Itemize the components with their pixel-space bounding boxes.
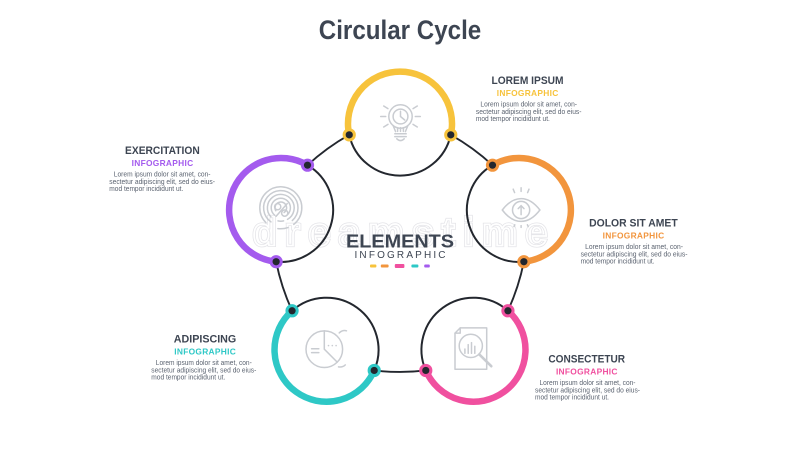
svg-text:Circular Cycle: Circular Cycle xyxy=(319,15,482,45)
svg-text:INFOGRAPHIC: INFOGRAPHIC xyxy=(355,250,446,261)
svg-text:Lorem ipsum dolor sit amet, co: Lorem ipsum dolor sit amet, con- xyxy=(156,358,253,367)
svg-text:sectetur adipiscing elit, sed: sectetur adipiscing elit, sed do eius- xyxy=(476,107,582,116)
svg-text:sectetur adipiscing elit, sed: sectetur adipiscing elit, sed do eius- xyxy=(581,249,688,258)
svg-text:sectetur adipiscing elit, sed: sectetur adipiscing elit, sed do eius- xyxy=(151,365,257,374)
svg-text:sectetur adipiscing elit, sed: sectetur adipiscing elit, sed do eius- xyxy=(109,177,215,186)
svg-text:Lorem ipsum dolor sit amet, co: Lorem ipsum dolor sit amet, con- xyxy=(585,242,683,251)
svg-text:mod tempor incididunt ut.: mod tempor incididunt ut. xyxy=(109,184,183,193)
svg-text:mod tempor incididunt ut.: mod tempor incididunt ut. xyxy=(535,393,609,402)
svg-text:Lorem ipsum dolor sit amet, co: Lorem ipsum dolor sit amet, con- xyxy=(114,170,211,179)
svg-text:DOLOR SIT AMET: DOLOR SIT AMET xyxy=(589,218,678,230)
svg-text:Lorem ipsum dolor sit amet, co: Lorem ipsum dolor sit amet, con- xyxy=(540,378,637,387)
svg-text:ELEMENTS: ELEMENTS xyxy=(346,231,454,251)
svg-text:Lorem ipsum dolor sit amet, co: Lorem ipsum dolor sit amet, con- xyxy=(480,100,577,109)
svg-text:INFOGRAPHIC: INFOGRAPHIC xyxy=(132,158,194,168)
svg-text:mod tempor incididunt ut.: mod tempor incididunt ut. xyxy=(476,114,550,123)
svg-text:mod tempor incididunt ut.: mod tempor incididunt ut. xyxy=(151,373,225,382)
svg-text:INFOGRAPHIC: INFOGRAPHIC xyxy=(174,347,236,357)
svg-text:LOREM IPSUM: LOREM IPSUM xyxy=(492,75,564,87)
svg-text:CONSECTETUR: CONSECTETUR xyxy=(548,354,625,366)
svg-text:ADIPISCING: ADIPISCING xyxy=(174,334,237,346)
svg-text:EXERCITATION: EXERCITATION xyxy=(125,145,200,157)
svg-text:mod tempor incididunt ut.: mod tempor incididunt ut. xyxy=(581,257,655,266)
svg-text:INFOGRAPHIC: INFOGRAPHIC xyxy=(603,231,665,241)
svg-text:INFOGRAPHIC: INFOGRAPHIC xyxy=(556,367,618,377)
svg-text:INFOGRAPHIC: INFOGRAPHIC xyxy=(497,88,559,98)
svg-text:sectetur adipiscing elit, sed: sectetur adipiscing elit, sed do eius- xyxy=(535,385,641,394)
